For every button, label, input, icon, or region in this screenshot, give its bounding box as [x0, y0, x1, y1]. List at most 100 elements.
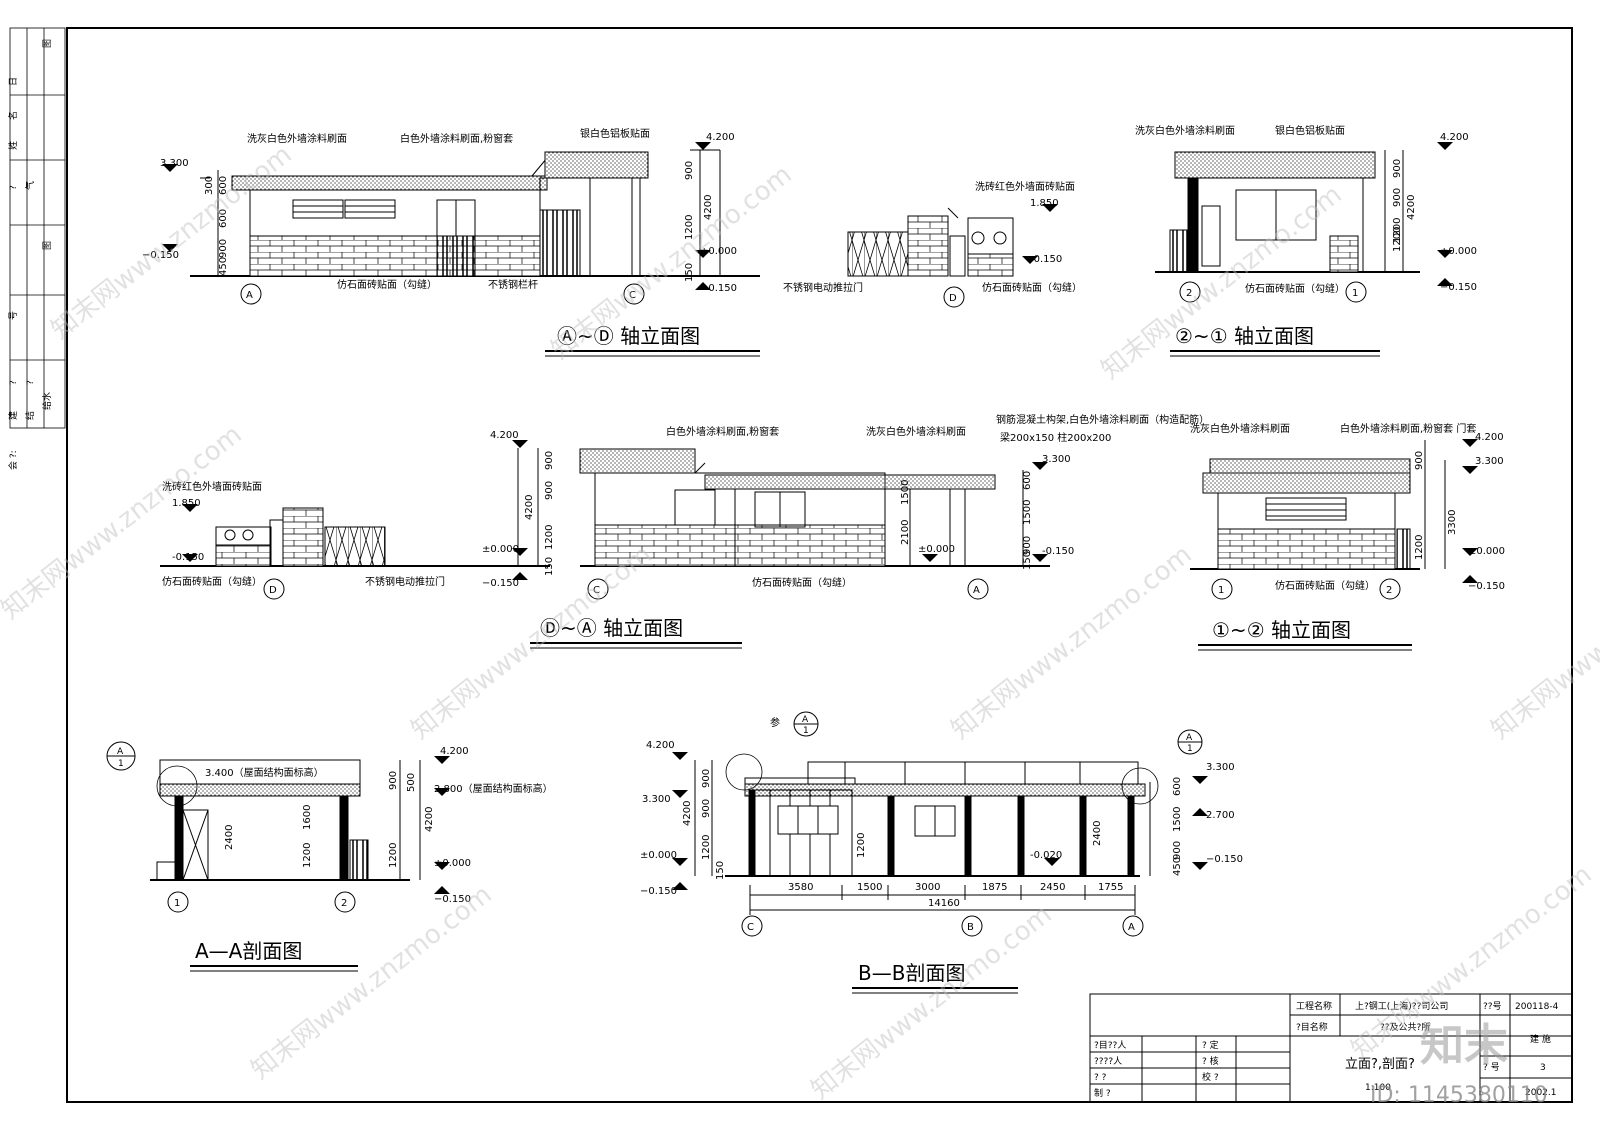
- annotation: 梁200x150 柱200x200: [1000, 431, 1111, 444]
- level-0: ±0.000: [640, 850, 677, 861]
- level-3300: 3.300: [1475, 456, 1504, 467]
- tb-sheetno-value: 3: [1540, 1063, 1546, 1073]
- dim: 2400: [1092, 821, 1103, 846]
- dim: 3580: [788, 882, 813, 893]
- axis-label: 1: [1352, 288, 1358, 299]
- dim: 2100: [900, 520, 911, 545]
- dim: 1200: [302, 843, 313, 868]
- dim: 150: [544, 557, 555, 576]
- dim: 900: [1392, 188, 1403, 207]
- axis-label: A: [246, 290, 253, 301]
- level-m150: −0.150: [142, 250, 179, 261]
- title-2-1: ②~① 轴立面图: [1175, 324, 1314, 348]
- level-4200: 4.200: [1440, 132, 1469, 143]
- axis-label: A: [973, 585, 980, 596]
- dim: 1200: [701, 835, 712, 860]
- annotation: 仿石面砖贴面（勾缝）: [752, 576, 852, 589]
- axis-bubbles-ad: A C D: [240, 283, 965, 308]
- dim: 1755: [1098, 882, 1123, 893]
- level-0: ±0.000: [1468, 546, 1505, 557]
- axis-label: C: [747, 922, 754, 933]
- dim: 1500: [1022, 500, 1033, 525]
- tb-r1a: ?目??人: [1094, 1040, 1126, 1051]
- dim: 2450: [1040, 882, 1065, 893]
- tb-spec: 建 施: [1530, 1033, 1551, 1045]
- tb-date: 2002.1: [1525, 1088, 1557, 1098]
- annotation: 仿石面砖贴面（勾缝）: [337, 278, 437, 291]
- annotation: 2.800（屋面结构面标高）: [434, 782, 553, 795]
- level-0: ±0.000: [1440, 246, 1477, 257]
- dim: 900: [544, 451, 555, 470]
- level-3300: 3.300: [1206, 762, 1235, 773]
- elevation-1-2-levels: [1462, 439, 1478, 583]
- dim: 600: [1172, 777, 1183, 796]
- tb-no-value: 200118-4: [1515, 1002, 1559, 1012]
- dim: 600: [1022, 471, 1033, 490]
- annotation: 银白色铝板贴面: [580, 127, 650, 140]
- strip-label: 号: [8, 311, 19, 320]
- axis-label: B: [967, 922, 974, 933]
- title-block: [1089, 993, 1573, 1103]
- watermark-id: ID: 1145380110: [1370, 1083, 1548, 1108]
- axis-label: D: [269, 585, 277, 596]
- axis-bubbles-bb: C B A A 1 A 1: [741, 711, 1203, 937]
- level-4200: 4.200: [1475, 432, 1504, 443]
- detail-ref: A: [1186, 733, 1193, 743]
- dim: 900: [1172, 841, 1183, 860]
- title-1-2: ①~② 轴立面图: [1212, 618, 1351, 642]
- detail-ref: 1: [1187, 744, 1193, 754]
- dim: 150: [684, 263, 695, 282]
- dim: 3000: [915, 882, 940, 893]
- dim: 1500: [1172, 807, 1183, 832]
- dim: 1200: [1392, 227, 1403, 252]
- watermark-text: 知末网www.znzmo.com: [1486, 540, 1600, 746]
- level-m150: −0.150: [700, 283, 737, 294]
- tb-r4a: 制 ?: [1094, 1087, 1111, 1099]
- watermark-text: 知末网www.znzmo.com: [946, 540, 1198, 746]
- level-1850: 1.850: [172, 498, 201, 509]
- strip-label: 给水: [41, 392, 53, 410]
- dim: 900: [218, 239, 229, 258]
- level-m150: -0.150: [1042, 546, 1074, 557]
- title-a-d: Ⓐ~Ⓓ 轴立面图: [557, 324, 700, 348]
- axis-bubbles-12: 1 2: [1211, 578, 1401, 600]
- annotation: 仿石面砖贴面（勾缝）: [162, 575, 262, 588]
- level-m150: −0.150: [1206, 854, 1243, 865]
- level-m150: −0.150: [482, 578, 519, 589]
- dim: 1200: [1414, 535, 1425, 560]
- section-b-b-levels: [672, 752, 1208, 890]
- dim: 2400: [224, 825, 235, 850]
- level-3300: 3.300: [1042, 454, 1071, 465]
- tb-sheet-name: 立面?,剖面?: [1345, 1057, 1415, 1072]
- section-a-a: [150, 759, 421, 881]
- detail-ref: 1: [803, 726, 809, 736]
- tb-r3b: 校 ?: [1202, 1071, 1219, 1083]
- strip-label: ?: [9, 185, 19, 190]
- watermark-text: 知末网www.znzmo.com: [246, 880, 498, 1086]
- strip-label: 图: [42, 241, 53, 250]
- axis-bubbles-da: D C A: [263, 578, 989, 600]
- dim: 450: [1172, 857, 1183, 876]
- level-0: ±0.000: [700, 246, 737, 257]
- level-m150: −0.150: [640, 886, 677, 897]
- level-m150: −0.150: [1440, 282, 1477, 293]
- detail-ref: A: [117, 747, 124, 757]
- dim: 450: [218, 257, 229, 276]
- elevation-1-2: [1190, 440, 1446, 570]
- dim: 1200: [388, 843, 399, 868]
- annotation: 仿石面砖贴面（勾缝）: [1275, 579, 1375, 592]
- tb-proj-value: 上?钢工(上海)??司公司: [1355, 1000, 1448, 1012]
- level-4200: 4.200: [490, 430, 519, 441]
- tb-item-label: ?目名称: [1296, 1021, 1328, 1033]
- level-m150: -0.150: [172, 552, 204, 563]
- dim: 1200: [1392, 218, 1403, 243]
- dim: 4200: [524, 495, 535, 520]
- tb-no-label: ??号: [1483, 1001, 1502, 1012]
- dim: 600: [218, 176, 229, 195]
- strip-label: 姓: [7, 141, 19, 150]
- title-b-b: B—B剖面图: [858, 961, 965, 985]
- annotation: 仿石面砖贴面（勾缝）: [1245, 282, 1345, 295]
- dim: 4200: [424, 807, 435, 832]
- level-m150: −0.150: [434, 894, 471, 905]
